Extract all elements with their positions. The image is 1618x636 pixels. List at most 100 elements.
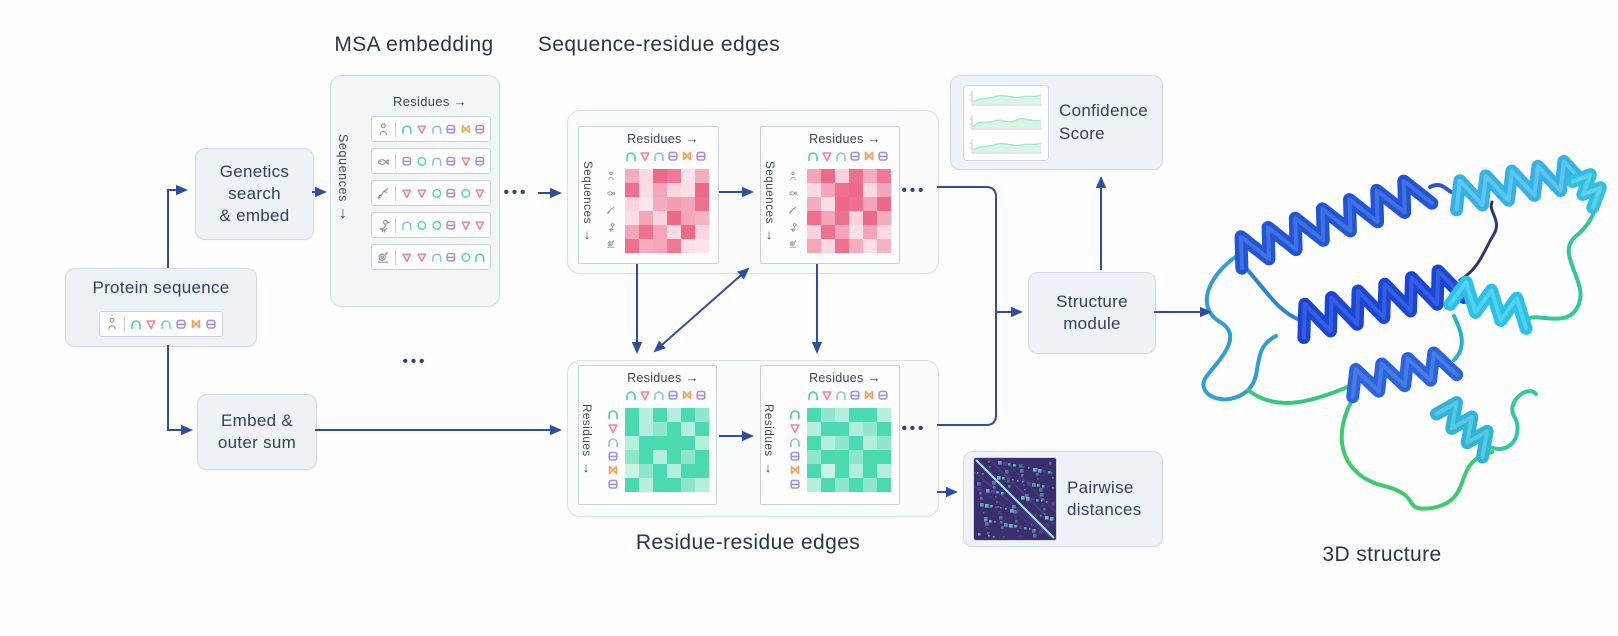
divider	[395, 153, 397, 169]
heatmap-cell	[667, 450, 681, 464]
heatmap-cell	[877, 478, 891, 492]
square-b-icon	[608, 479, 618, 489]
heatmap-cell	[821, 422, 835, 436]
heatmap-cell	[849, 239, 863, 253]
heatmap-cell	[653, 436, 667, 450]
heatmap-cell	[653, 225, 667, 239]
square-b-icon	[850, 151, 860, 161]
heatmap-cell	[681, 239, 695, 253]
heatmap-cell	[681, 408, 695, 422]
heatmap-cell	[625, 464, 639, 478]
heatmap-cell	[639, 211, 653, 225]
msa-row	[371, 244, 491, 270]
sequences-axis: Sequences ↓	[581, 161, 593, 242]
heatmap-cell	[863, 239, 877, 253]
embed-outer-sum-box: Embed & outer sum	[197, 394, 317, 470]
msa-sequence-rows	[371, 116, 491, 276]
heatmap-cell	[807, 422, 821, 436]
arch-blue-icon	[836, 391, 846, 401]
embed-line1: Embed &	[220, 410, 294, 430]
heatmap-cell	[835, 408, 849, 422]
triangle-down-icon	[417, 253, 427, 263]
heatmap-cell	[807, 225, 821, 239]
heatmap-cell	[877, 197, 891, 211]
heatmap-cell	[807, 436, 821, 450]
heatmap-cell	[639, 422, 653, 436]
heatmap-cell	[695, 478, 709, 492]
heatmap-cell	[653, 464, 667, 478]
heatmap-cell	[625, 450, 639, 464]
pairwise-line2: distances	[1067, 500, 1142, 519]
residues-label: Residues	[809, 132, 864, 146]
down-arrow-icon: ↓	[582, 459, 590, 475]
triangle-down-icon	[640, 391, 650, 401]
heatmap-cell	[695, 436, 709, 450]
heatmap-cell	[695, 197, 709, 211]
heatmap-cell	[695, 239, 709, 253]
triangle-down-icon	[608, 424, 618, 434]
heatmap-cell	[807, 197, 821, 211]
square-b-icon	[176, 319, 186, 329]
sequence-residue-heatmap-2	[807, 169, 891, 253]
heatmap-cell	[625, 239, 639, 253]
square-b-icon	[790, 451, 800, 461]
bird-icon	[790, 223, 798, 232]
heatmap-cell	[835, 239, 849, 253]
arch-blue-icon	[608, 438, 618, 448]
residue-glyph-row	[807, 150, 889, 162]
square-b-icon	[668, 151, 678, 161]
heatmap-cell	[667, 197, 681, 211]
snail-icon	[789, 240, 797, 248]
heatmap-cell	[835, 197, 849, 211]
square-b-icon	[608, 451, 618, 461]
triangle-down-icon	[146, 320, 156, 330]
heatmap-cell	[681, 450, 695, 464]
square-b-icon	[475, 124, 485, 134]
heatmap-cell	[877, 239, 891, 253]
heatmap-cell	[807, 211, 821, 225]
residues-label: Residues	[762, 404, 774, 457]
msa-row	[371, 148, 491, 174]
arch-blue-icon	[654, 152, 664, 162]
heatmap-cell	[863, 197, 877, 211]
heatmap-cell	[653, 239, 667, 253]
heatmap-cell	[863, 450, 877, 464]
residue-glyph-column	[607, 408, 619, 490]
arch-blue-icon	[790, 438, 800, 448]
heatmap-cell	[835, 422, 849, 436]
arch-teal-icon	[402, 125, 412, 135]
genetics-line1: Genetics	[219, 161, 290, 181]
heatmap-cell	[625, 478, 639, 492]
sequences-label: Sequences	[581, 161, 593, 224]
heatmap-cell	[625, 408, 639, 422]
snail-icon	[377, 251, 389, 263]
heatmap-cell	[849, 197, 863, 211]
heatmap-cell	[835, 464, 849, 478]
residues-header: Residues→	[795, 370, 895, 385]
bowtie-icon	[864, 151, 874, 161]
heatmap-cell	[807, 183, 821, 197]
heatmap-cell	[849, 169, 863, 183]
heatmap-cell	[625, 436, 639, 450]
heatmap-cell	[863, 436, 877, 450]
square-b-icon	[878, 390, 888, 400]
residue-residue-heatmap-2	[807, 408, 891, 492]
pairwise-distance-matrix-thumbnail	[973, 457, 1057, 541]
heatmap-cell	[807, 408, 821, 422]
arch-blue-icon	[161, 320, 171, 330]
heatmap-cell	[877, 169, 891, 183]
heatmap-cell	[849, 211, 863, 225]
square-b-icon	[446, 124, 456, 134]
heatmap-cell	[835, 450, 849, 464]
sequence-residue-edges-label: Sequence-residue edges	[537, 33, 781, 56]
genetics-line3: & embed	[219, 206, 290, 226]
residue-glyph-row	[807, 389, 889, 401]
genetics-line2: search	[228, 183, 281, 203]
residue-glyph-column	[789, 408, 801, 490]
triangle-down-icon	[640, 152, 650, 162]
heatmap-cell	[821, 436, 835, 450]
divider	[395, 249, 397, 265]
human-icon	[790, 171, 796, 181]
down-arrow-icon: ↓	[764, 459, 772, 475]
sequence-residue-block-2: Residues→ Sequences ↓	[760, 126, 900, 264]
